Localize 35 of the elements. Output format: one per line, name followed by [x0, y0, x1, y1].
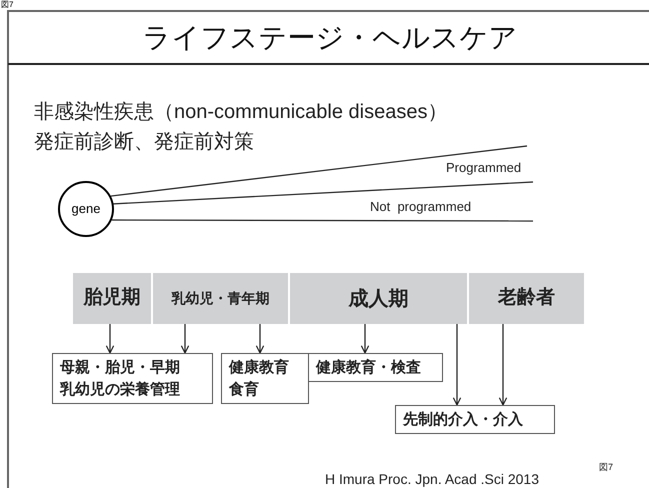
- line: [112, 219, 533, 222]
- arrow: [256, 324, 264, 354]
- figure-number: 図7: [599, 461, 614, 474]
- line: [114, 181, 534, 204]
- life-stage-cell: [73, 273, 151, 324]
- care-box: [308, 353, 443, 382]
- heading-text: 非感染性疾患（non-communicable diseases）: [34, 100, 448, 125]
- arrow: [360, 324, 370, 354]
- node-text: 老齢者: [498, 286, 555, 310]
- arrow: [180, 324, 190, 354]
- life-stage-cell: [469, 273, 584, 324]
- node-text: 成人期: [348, 286, 408, 312]
- edge-label: Not programmed: [370, 200, 472, 214]
- life-stage-cell: [153, 273, 288, 324]
- node-text: 健康教育: [229, 358, 290, 378]
- life-stage-cell: [290, 273, 467, 324]
- arrow: [498, 324, 508, 406]
- node-text: 母親・胎児・早期乳幼児の栄養管理: [60, 358, 181, 400]
- citation-text: H Imura Proc. Jpn. Acad .Sci 2013: [325, 470, 539, 488]
- arrow: [452, 324, 462, 406]
- node-text: 乳幼児・青年期: [172, 289, 270, 308]
- line: [110, 145, 528, 197]
- node-text: 先制的介入・介入: [403, 410, 524, 430]
- figure-number: 図7: [1, 0, 14, 10]
- node-text: 胎児期: [84, 286, 140, 310]
- care-box: [52, 353, 213, 404]
- edge-label: Programmed: [446, 161, 522, 176]
- node-text: gene: [72, 200, 100, 218]
- care-box: [221, 353, 309, 404]
- arrow: [106, 324, 114, 354]
- node-text: 健康教育・検査: [316, 358, 422, 378]
- heading-text: 発症前診断、発症前対策: [34, 130, 254, 155]
- node-text: 食育: [229, 380, 260, 400]
- care-box: [395, 405, 555, 434]
- title: ライフステージ・ヘルスケア: [142, 21, 518, 55]
